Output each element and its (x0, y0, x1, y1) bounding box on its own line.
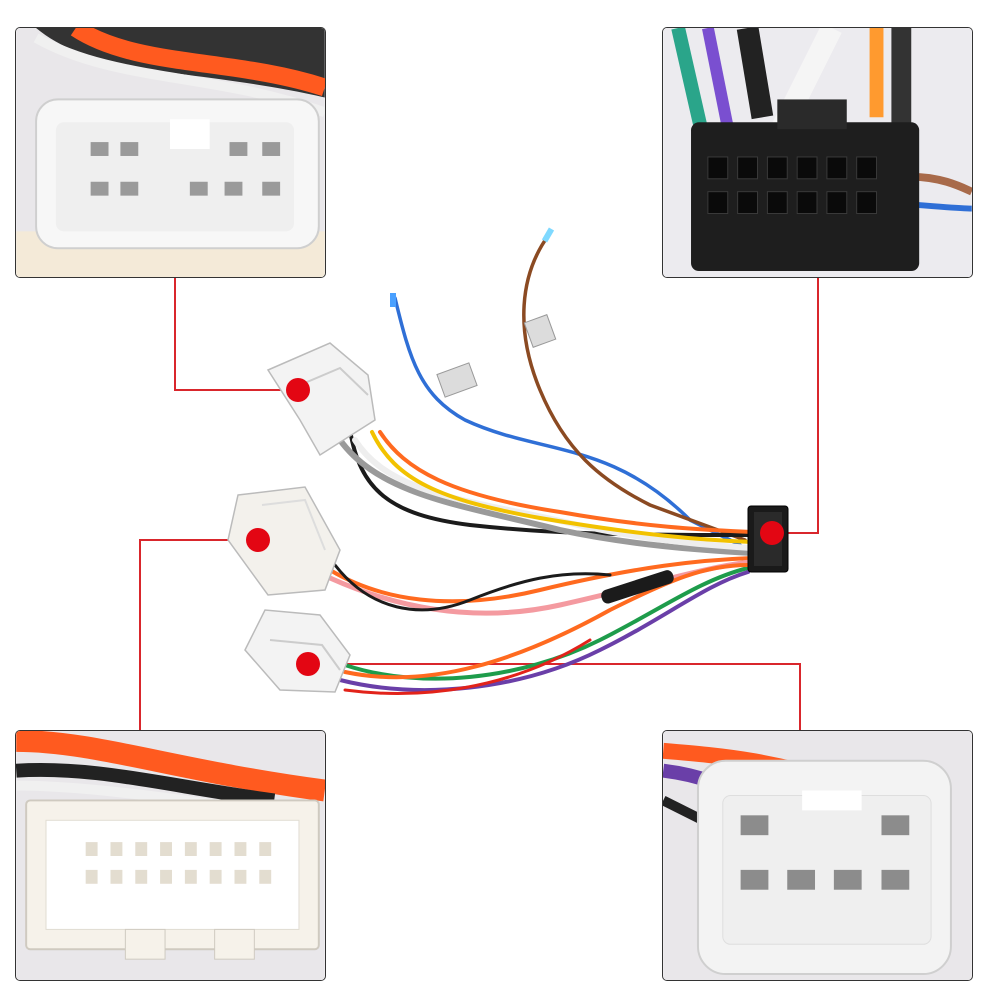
marker-bottom-left (296, 652, 320, 676)
pin-row-bottom (85, 869, 272, 884)
markers (246, 378, 784, 676)
purple-wire (338, 570, 750, 692)
white-20-pin-plug (227, 486, 341, 596)
orange-wire-top (378, 430, 754, 534)
callout-bottom-left (15, 730, 326, 981)
black-16-pin-iso-connector-closeup (663, 28, 972, 277)
wire-bundle (327, 234, 755, 695)
pin-row-top (740, 815, 910, 836)
orange-wire-mid (328, 556, 754, 604)
marker-top-left (286, 378, 310, 402)
orange-wire-bottom (343, 563, 750, 680)
callout-bottom-right (662, 730, 973, 981)
leader-line-top-right (772, 278, 819, 534)
marker-mid-left (246, 528, 270, 552)
callout-top-right (662, 27, 973, 278)
leader-line-top-left (174, 278, 298, 391)
pin-grid (707, 156, 878, 215)
leader-line-bottom-left (139, 539, 258, 730)
heat-shrink-sleeve (601, 570, 674, 604)
pin-row-bottom (740, 869, 910, 890)
black-wire-mid (333, 563, 612, 612)
leader-line-bottom-right (308, 663, 801, 730)
white-10-pin-connector-closeup (16, 28, 325, 277)
pin-row-top (90, 142, 281, 156)
marker-top-right (760, 521, 784, 545)
white-6-pin-connector-closeup (663, 731, 972, 980)
brown-wire-pin (541, 227, 555, 243)
red-wire (343, 638, 592, 695)
blue-wire (393, 296, 742, 547)
brown-wire-tag (523, 314, 557, 348)
brown-wire (522, 234, 747, 542)
callout-top-left (15, 27, 326, 278)
white-20-pin-connector-closeup (16, 731, 325, 980)
white-6-pin-plug (244, 609, 351, 693)
yellow-wire (370, 430, 754, 544)
grey-wire (337, 437, 755, 556)
blue-wire-pin (390, 293, 396, 307)
blue-wire-tag (436, 362, 478, 398)
white-10-pin-plug (266, 342, 376, 457)
pin-row-top (85, 842, 272, 856)
pin-row-bottom (90, 181, 281, 196)
